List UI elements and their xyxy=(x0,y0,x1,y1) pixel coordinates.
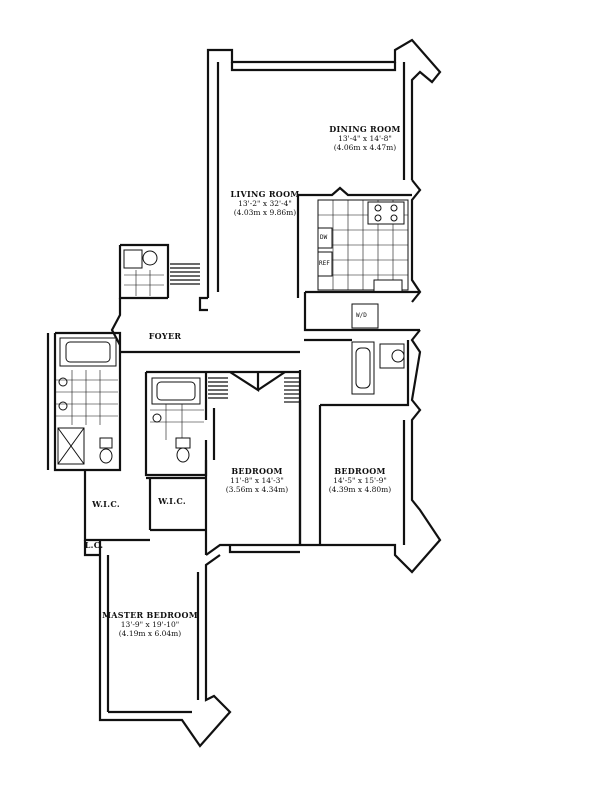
wic-right-label: W.I.C. xyxy=(158,496,186,506)
lc-label: L.C. xyxy=(84,540,104,550)
master-bedroom-label: MASTER BEDROOM 13'-9" x 19'-10" (4.19m x… xyxy=(100,610,200,639)
master-bedroom-walls xyxy=(98,540,232,748)
refrigerator-label: REF xyxy=(319,260,330,267)
bedroom-b-label: BEDROOM 14'-5" x 15'-9" (4.39m x 4.80m) xyxy=(315,466,405,495)
washer-dryer-label: W/D xyxy=(356,312,367,319)
living-dining-walls xyxy=(198,38,442,312)
dishwasher-label: DW xyxy=(320,234,328,241)
bedroom-a-name: BEDROOM xyxy=(231,466,283,476)
foyer-name: FOYER xyxy=(148,331,182,341)
center-bath xyxy=(144,372,208,477)
wic-left-label: W.I.C. xyxy=(92,499,120,509)
dining-room-imperial: 13'-4" x 14'-8" xyxy=(338,134,392,143)
bedroom-a-metric: (3.56m x 4.34m) xyxy=(225,485,289,494)
foyer-label: FOYER xyxy=(140,332,190,341)
bedroom-b-metric: (4.39m x 4.80m) xyxy=(328,485,392,494)
bedroom-b-name: BEDROOM xyxy=(334,466,386,476)
closets xyxy=(83,470,206,557)
foyer-walls xyxy=(110,298,300,393)
kitchen xyxy=(303,199,420,332)
dining-room-label: DINING ROOM 13'-4" x 14'-8" (4.06m x 4.4… xyxy=(315,124,415,153)
living-room-imperial: 13'-2" x 32'-4" xyxy=(238,199,292,208)
master-bedroom-name: MASTER BEDROOM xyxy=(102,610,198,620)
master-bedroom-metric: (4.19m x 6.04m) xyxy=(118,629,182,638)
bedroom-a-imperial: 11'-8" x 14'-3" xyxy=(230,476,284,485)
bedroom-a-walls xyxy=(204,400,302,556)
closet-stairs xyxy=(170,263,300,403)
bedroom-b-walls xyxy=(298,329,442,574)
powder-room xyxy=(118,243,170,300)
dining-room-name: DINING ROOM xyxy=(329,124,401,134)
bedroom-b-imperial: 14'-5" x 15'-9" xyxy=(333,476,387,485)
living-room-label: LIVING ROOM 13'-2" x 32'-4" (4.03m x 9.8… xyxy=(210,189,320,218)
master-bedroom-imperial: 13'-9" x 19'-10" xyxy=(120,620,180,629)
living-room-name: LIVING ROOM xyxy=(230,189,300,199)
master-bath xyxy=(46,331,122,472)
living-room-metric: (4.03m x 9.86m) xyxy=(233,208,297,217)
bedroom-a-label: BEDROOM 11'-8" x 14'-3" (3.56m x 4.34m) xyxy=(212,466,302,495)
dining-room-metric: (4.06m x 4.47m) xyxy=(333,143,397,152)
